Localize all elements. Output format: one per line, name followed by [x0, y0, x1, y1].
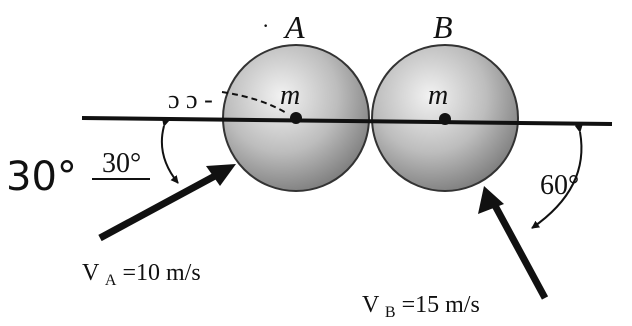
- velocity-b-label: V B =15 m/s: [362, 292, 480, 323]
- velocity-a-arrow: [98, 166, 228, 242]
- scribble-mark: ɔ ɔ -: [168, 85, 213, 114]
- angle-arc-b: [531, 124, 583, 229]
- velocity-a-symbol: V: [82, 260, 100, 286]
- ball-a-mass-label: m: [280, 80, 300, 111]
- dashed-pointer: [221, 91, 289, 115]
- ball-a-name: A: [283, 9, 305, 45]
- ball-b-mass-label: m: [428, 80, 448, 111]
- angle-b-label: 60°: [540, 170, 579, 201]
- stray-dot: ·: [262, 13, 269, 38]
- velocity-a-label: V A =10 m/s: [82, 260, 201, 291]
- velocity-b-arrowhead: [478, 186, 504, 214]
- ball-b-center: [439, 113, 451, 125]
- velocity-b-subscript: B: [385, 304, 396, 321]
- velocity-a-subscript: A: [105, 272, 117, 289]
- velocity-b-arrow: [488, 198, 549, 300]
- ball-a-center: [290, 112, 302, 124]
- velocity-b-value: =15 m/s: [402, 292, 480, 318]
- velocity-a-value: =10 m/s: [122, 260, 200, 286]
- angle-a-handwritten-label: 30°: [6, 154, 77, 200]
- velocity-b-symbol: V: [362, 292, 380, 318]
- angle-a-printed-label: 30°: [102, 148, 141, 179]
- ball-b-name: B: [433, 9, 453, 45]
- angle-arc-a: [160, 118, 179, 184]
- velocity-a-arrowhead: [206, 164, 236, 186]
